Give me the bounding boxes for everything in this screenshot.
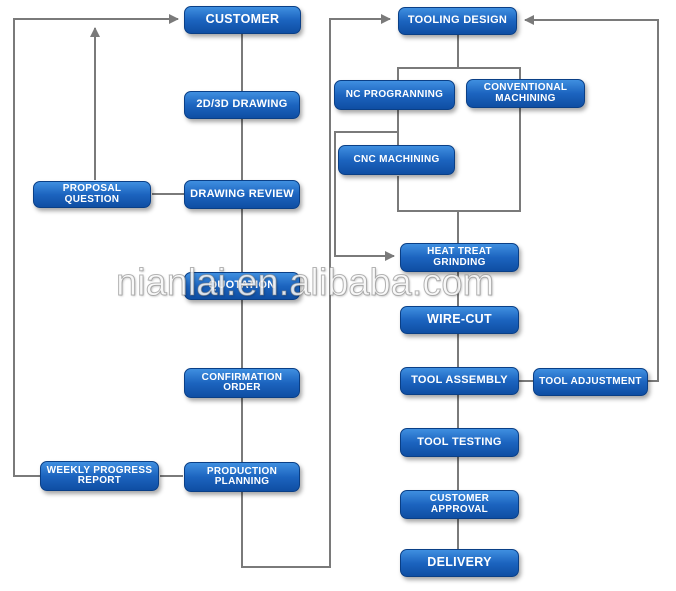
watermark-text: nianlai.en.alibaba.com — [115, 262, 495, 305]
weekly-progress-report-node: WEEKLY PROGRESS REPORT — [40, 461, 159, 491]
customer-node: CUSTOMER — [184, 6, 301, 34]
tool-testing-node: TOOL TESTING — [400, 428, 519, 457]
heat-treat-grinding-label: HEAT TREAT GRINDING — [427, 246, 492, 268]
wire-cut-label: WIRE-CUT — [427, 312, 492, 327]
wire-cut-node: WIRE-CUT — [400, 306, 519, 334]
drawing-2d3d-node: 2D/3D DRAWING — [184, 91, 300, 119]
production-planning-label: PRODUCTION PLANNING — [206, 465, 278, 487]
drawing-review-label: DRAWING REVIEW — [190, 187, 294, 200]
customer-approval-label: CUSTOMER APPROVAL — [429, 493, 490, 515]
tool-testing-label: TOOL TESTING — [417, 435, 502, 448]
tool-assembly-node: TOOL ASSEMBLY — [400, 367, 519, 395]
tooling-design-label: TOOLING DESIGN — [407, 14, 508, 27]
customer-approval-node: CUSTOMER APPROVAL — [400, 490, 519, 519]
quotation-node: QUOTATION — [184, 272, 300, 300]
conventional-machining-label: CONVENTIONAL MACHINING — [483, 82, 568, 104]
cnc-machining-label: CNC MACHINING — [353, 153, 440, 165]
customer-label: CUSTOMER — [205, 12, 280, 27]
delivery-label: DELIVERY — [427, 555, 492, 570]
proposal-question-node: PROPOSAL QUESTION — [33, 181, 151, 208]
weekly-progress-report-label: WEEKLY PROGRESS REPORT — [46, 464, 153, 486]
production-planning-node: PRODUCTION PLANNING — [184, 462, 300, 492]
proposal-question-label: PROPOSAL QUESTION — [62, 183, 122, 205]
tool-adjustment-label: TOOL ADJUSTMENT — [539, 375, 642, 387]
confirmation-order-node: CONFIRMATION ORDER — [184, 368, 300, 398]
heat-treat-grinding-node: HEAT TREAT GRINDING — [400, 243, 519, 272]
cnc-machining-node: CNC MACHINING — [338, 145, 455, 175]
quotation-label: QUOTATION — [208, 279, 276, 292]
drawing-review-node: DRAWING REVIEW — [184, 180, 300, 209]
tool-adjustment-node: TOOL ADJUSTMENT — [533, 368, 648, 396]
tooling-design-node: TOOLING DESIGN — [398, 7, 517, 35]
tool-assembly-label: TOOL ASSEMBLY — [411, 374, 508, 387]
conventional-machining-node: CONVENTIONAL MACHINING — [466, 79, 585, 108]
nc-programming-label: NC PROGRANNING — [345, 88, 444, 100]
nc-programming-node: NC PROGRANNING — [334, 80, 455, 110]
delivery-node: DELIVERY — [400, 549, 519, 577]
drawing-2d3d-label: 2D/3D DRAWING — [196, 98, 288, 111]
confirmation-order-label: CONFIRMATION ORDER — [201, 371, 283, 393]
